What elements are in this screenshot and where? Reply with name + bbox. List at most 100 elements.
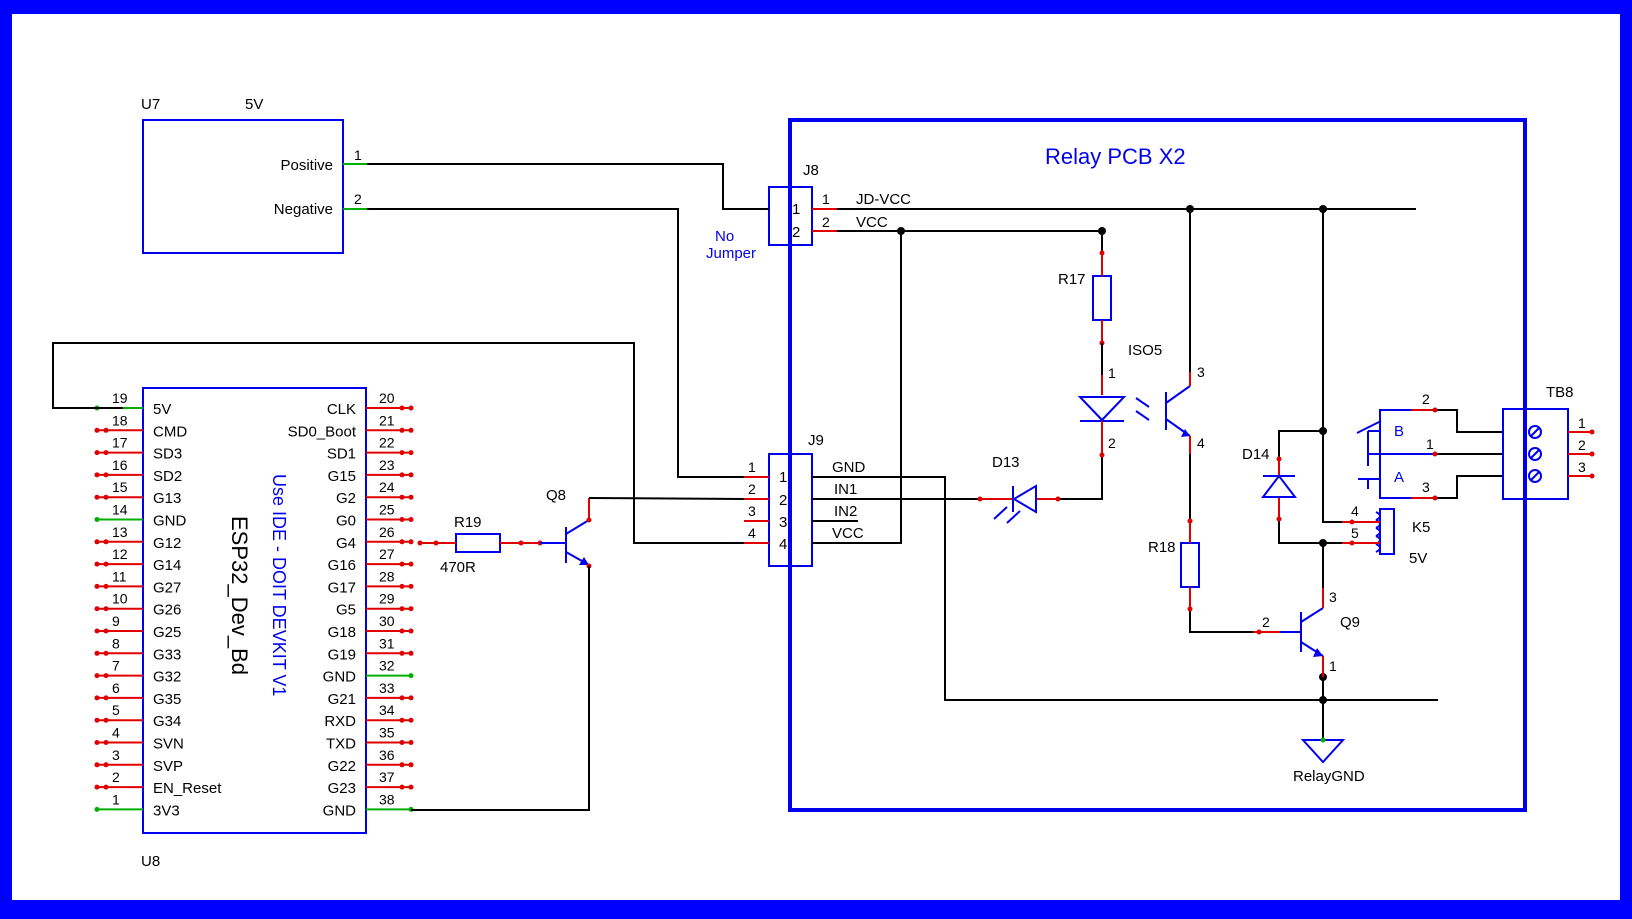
esp32-pin-name: 3V3 xyxy=(153,802,180,819)
j8-inner-pin2: 2 xyxy=(792,224,800,241)
esp32-pin-num: 17 xyxy=(112,435,128,451)
j9-net4: VCC xyxy=(832,525,864,542)
esp32-pin-num: 6 xyxy=(112,680,120,696)
esp32-pin-name: RXD xyxy=(324,713,356,730)
esp32-pin-num: 21 xyxy=(379,412,395,428)
r19-value: 470R xyxy=(440,559,476,576)
k5-contact-b: B xyxy=(1394,423,1404,440)
j9-pin1-num: 1 xyxy=(748,459,756,475)
esp32-pin-name: G18 xyxy=(328,624,356,641)
relay-pcb-title: Relay PCB X2 xyxy=(1045,144,1186,169)
esp32-pin-name: G16 xyxy=(328,557,356,574)
tb8-pin1: 1 xyxy=(1578,415,1586,431)
j9-pin2-num: 2 xyxy=(748,481,756,497)
esp32-pin-num: 10 xyxy=(112,591,128,607)
j9-net1: GND xyxy=(832,459,866,476)
r19-resistor: R19 470R xyxy=(417,514,543,576)
u7-pin2-name: Negative xyxy=(274,201,333,218)
k5-value: 5V xyxy=(1409,550,1427,567)
esp32-pin-num: 37 xyxy=(379,769,395,785)
tb8-pin2: 2 xyxy=(1578,437,1586,453)
k5-pin5: 5 xyxy=(1351,525,1359,541)
j9-ref: J9 xyxy=(808,432,824,449)
esp32-pin-name: EN_Reset xyxy=(153,780,222,797)
esp32-pin-name: G4 xyxy=(336,535,356,552)
j9-pin3-num: 3 xyxy=(748,503,756,519)
esp32-pin-name: 5V xyxy=(153,401,171,418)
esp32-module: U8 ESP32_Dev_Bd Use IDE - DOIT DEVKIT V1… xyxy=(94,387,414,870)
esp32-pin-name: G13 xyxy=(153,490,181,507)
j9-net3: IN2 xyxy=(834,503,857,520)
k5-contact-a: A xyxy=(1394,469,1404,486)
u7-power-supply: U7 5V Positive Negative 1 2 xyxy=(141,96,367,254)
esp32-value: ESP32_Dev_Bd xyxy=(227,516,252,675)
d13-ref: D13 xyxy=(992,454,1020,471)
j9-connector: J9 1 2 3 4 1 2 3 4 GND IN1 IN2 VCC xyxy=(744,432,866,567)
esp32-pin-num: 36 xyxy=(379,747,395,763)
r18-ref: R18 xyxy=(1148,539,1176,556)
r19-ref: R19 xyxy=(454,514,482,531)
esp32-pin-num: 3 xyxy=(112,747,120,763)
esp32-pin-name: G33 xyxy=(153,646,181,663)
esp32-pin-num: 1 xyxy=(112,791,120,807)
junctions xyxy=(897,205,1327,704)
esp32-pin-num: 38 xyxy=(379,791,395,807)
tb8-terminal-block: 1 2 3 TB8 xyxy=(1502,384,1595,500)
esp32-pin-name: G23 xyxy=(328,780,356,797)
j8-inner-pin1: 1 xyxy=(792,201,800,218)
esp32-pin-name: SD2 xyxy=(153,468,182,485)
esp32-pin-num: 18 xyxy=(112,412,128,428)
d14-ref: D14 xyxy=(1242,446,1270,463)
esp32-pin-name: G17 xyxy=(328,579,356,596)
esp32-pin-num: 26 xyxy=(379,524,395,540)
j8-connector: J8 No Jumper 1 2 1 2 JD-VCC VCC xyxy=(706,162,911,262)
esp32-pin-num: 8 xyxy=(112,635,120,651)
esp32-ide-note: Use IDE - DOIT DEVKIT V1 xyxy=(269,474,289,696)
esp32-pin-name: CLK xyxy=(327,401,356,418)
sheet-background xyxy=(12,14,1620,900)
k5-pin2: 2 xyxy=(1422,391,1430,407)
esp32-pin-num: 13 xyxy=(112,524,128,540)
k5-pin1: 1 xyxy=(1426,436,1434,452)
d14-diode: D14 xyxy=(1242,446,1298,522)
u7-value: 5V xyxy=(245,96,263,113)
esp32-pin-num: 16 xyxy=(112,457,128,473)
esp32-left-pins: 195V18CMD17SD316SD215G1314GND13G1212G141… xyxy=(94,390,222,819)
q8-transistor: Q8 xyxy=(540,487,592,569)
q9-transistor: 2 3 1 Q9 xyxy=(1253,588,1360,677)
k5-pin4: 4 xyxy=(1351,503,1359,519)
q9-pin3: 3 xyxy=(1329,589,1337,605)
iso5-pin2: 2 xyxy=(1108,435,1116,451)
iso5-ref: ISO5 xyxy=(1128,342,1162,359)
d13-led: D13 xyxy=(977,454,1061,524)
esp32-pin-num: 28 xyxy=(379,568,395,584)
j9-inner-pin3: 3 xyxy=(779,514,787,531)
esp32-pin-2: 2EN_Reset xyxy=(94,769,222,797)
esp32-pin-name: G14 xyxy=(153,557,181,574)
esp32-pin-name: SD0_Boot xyxy=(288,423,357,440)
r17-resistor: R17 xyxy=(1058,250,1112,346)
esp32-pin-name: G22 xyxy=(328,758,356,775)
esp32-pin-num: 30 xyxy=(379,613,395,629)
esp32-pin-num: 20 xyxy=(379,390,395,406)
esp32-pin-name: GND xyxy=(323,802,357,819)
